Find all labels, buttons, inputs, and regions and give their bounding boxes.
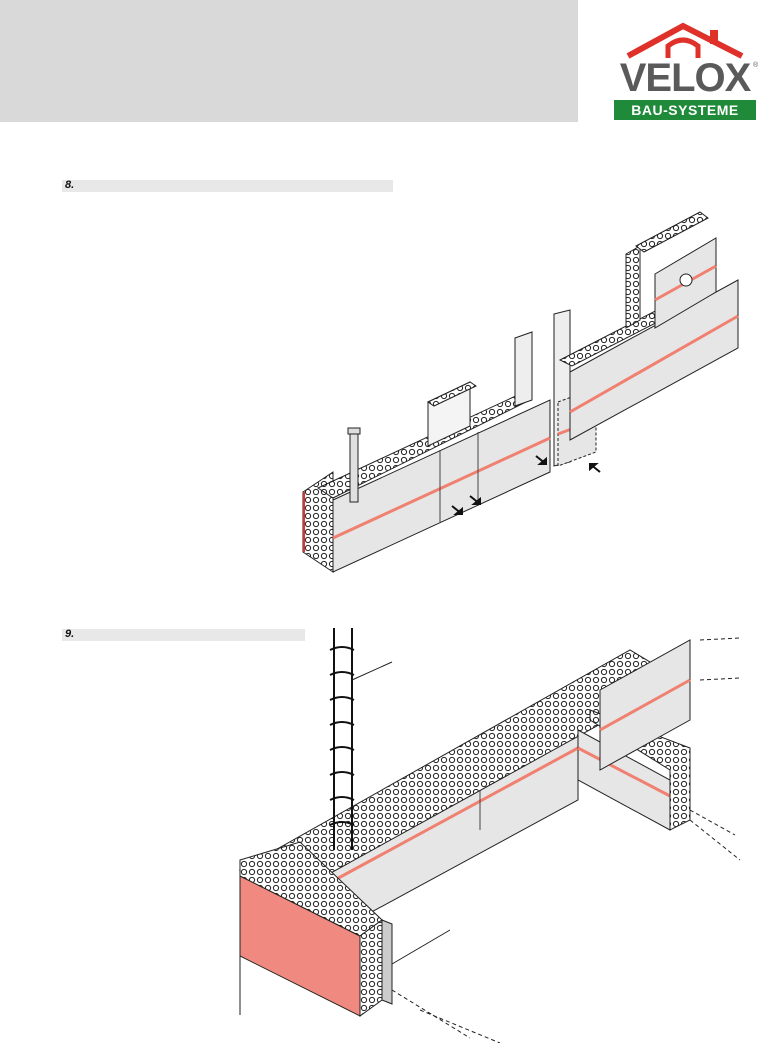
upper-end-cap — [625, 245, 641, 329]
step-9-number: 9. — [65, 628, 75, 640]
roof-icon — [626, 22, 744, 59]
step-8-illustration — [302, 211, 739, 573]
step-9-bar: 9. — [62, 628, 305, 641]
rebar-cage — [329, 628, 355, 850]
logo-wordmark: VELOX — [619, 56, 752, 100]
dashed-outline — [391, 637, 741, 1043]
step-9-illustration — [238, 628, 741, 1043]
step-8-number: 8. — [65, 179, 75, 191]
pipe-opening-icon — [679, 273, 693, 287]
registered-mark: ® — [753, 62, 759, 69]
accent-stripe — [332, 436, 551, 540]
header-band — [0, 0, 578, 122]
arrow-icons — [451, 455, 601, 515]
logo-subtitle: BAU-SYSTEME — [614, 100, 756, 120]
pipe — [349, 431, 359, 503]
step-8-bar: 8. — [62, 179, 393, 192]
column-block — [514, 331, 533, 407]
accent-stripe — [319, 746, 579, 890]
velox-logo: VELOX ® BAU-SYSTEME — [610, 22, 760, 124]
wall-panel-right — [569, 279, 739, 441]
